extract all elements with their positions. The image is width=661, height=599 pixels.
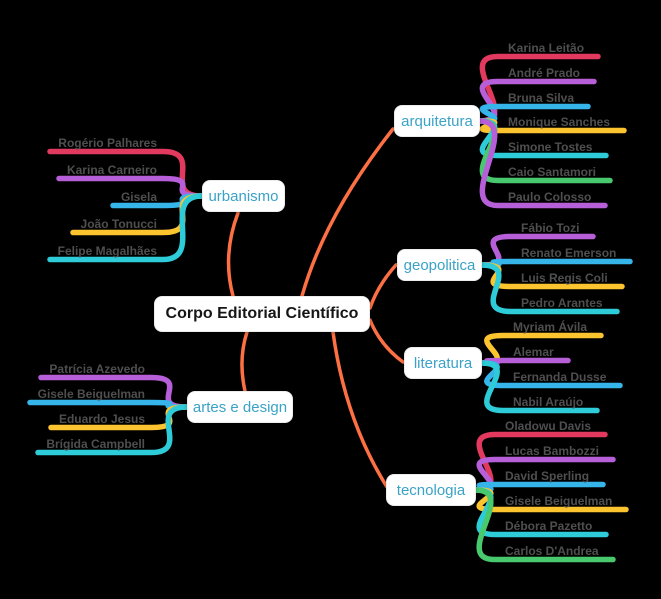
leaf-node[interactable]: Fábio Tozi <box>521 221 580 235</box>
leaf-node[interactable]: Luis Regis Coli <box>521 271 608 285</box>
leaf-node[interactable]: Monique Sanches <box>508 115 611 129</box>
leaf-node[interactable]: Paulo Colosso <box>508 190 592 204</box>
branch-topic-literatura[interactable]: literatura <box>404 347 482 379</box>
connector <box>226 211 240 298</box>
connector <box>478 262 620 315</box>
leaf-node[interactable]: Brígida Campbell <box>46 437 145 451</box>
leaf-node[interactable]: Nabil Araújo <box>513 395 584 409</box>
leaf-node[interactable]: Renato Emerson <box>521 246 617 260</box>
leaf-node[interactable]: João Tonucci <box>80 217 157 231</box>
leaf-node[interactable]: Eduardo Jesus <box>58 412 145 426</box>
leaf-node[interactable]: Oladowu Davis <box>505 419 592 433</box>
connector <box>27 399 190 410</box>
connector <box>47 193 205 263</box>
leaf-node[interactable]: Patrícia Azevedo <box>49 362 145 376</box>
connector <box>478 360 600 414</box>
connector <box>368 263 398 310</box>
central-topic[interactable]: Corpo Editorial Científico <box>154 296 370 332</box>
leaf-node[interactable]: Karina Leitão <box>508 41 585 55</box>
branch-topic-tecnologia[interactable]: tecnologia <box>386 474 476 506</box>
branch-topic-urbanismo[interactable]: urbanismo <box>202 180 285 212</box>
connector <box>35 404 190 456</box>
branch-topic-label: urbanismo <box>208 187 279 205</box>
leaf-node[interactable]: Alemar <box>513 345 554 359</box>
leaf-node[interactable]: Gisela <box>120 190 157 204</box>
leaf-node[interactable]: Gisele Beiguelman <box>37 387 145 401</box>
connector <box>300 127 395 298</box>
leaf-node[interactable]: André Prado <box>508 66 581 80</box>
connector <box>368 318 405 364</box>
branch-topic-label: literatura <box>413 354 473 372</box>
leaf-node[interactable]: Carlos D'Andrea <box>505 544 599 558</box>
connector <box>472 481 606 493</box>
connector <box>478 258 633 268</box>
leaf-node[interactable]: Simone Tostes <box>508 140 593 154</box>
connector <box>331 330 389 489</box>
leaf-node[interactable]: Bruna Silva <box>508 91 575 105</box>
central-topic-label: Corpo Editorial Científico <box>165 305 359 322</box>
leaf-node[interactable]: Lucas Bambozzi <box>505 444 600 458</box>
connector <box>476 118 608 209</box>
branch-topic-label: arquitetura <box>401 112 473 130</box>
leaf-node[interactable]: Rogério Palhares <box>58 136 157 150</box>
leaf-node[interactable]: David Sperling <box>505 469 590 483</box>
leaf-node[interactable]: Karina Carneiro <box>66 163 157 177</box>
branch-topic-artes-e-design[interactable]: artes e design <box>187 391 293 423</box>
branch-topic-label: tecnologia <box>396 481 466 499</box>
leaf-node[interactable]: Myriam Ávila <box>513 320 588 334</box>
leaf-node[interactable]: Débora Pazetto <box>505 519 593 533</box>
branch-topic-arquitetura[interactable]: arquitetura <box>394 105 480 137</box>
branch-topic-geopolitica[interactable]: geopolitica <box>397 249 482 281</box>
leaf-node[interactable]: Felipe Magalhães <box>57 244 157 258</box>
branch-topic-label: artes e design <box>192 398 288 416</box>
leaf-node[interactable]: Caio Santamori <box>508 165 597 179</box>
leaf-node[interactable]: Gisele Beiguelman <box>505 494 613 508</box>
branch-topic-label: geopolitica <box>403 256 476 274</box>
leaf-node[interactable]: Fernanda Dusse <box>513 370 607 384</box>
leaf-node[interactable]: Pedro Arantes <box>521 296 603 310</box>
connector <box>240 330 249 393</box>
connector <box>472 487 616 563</box>
